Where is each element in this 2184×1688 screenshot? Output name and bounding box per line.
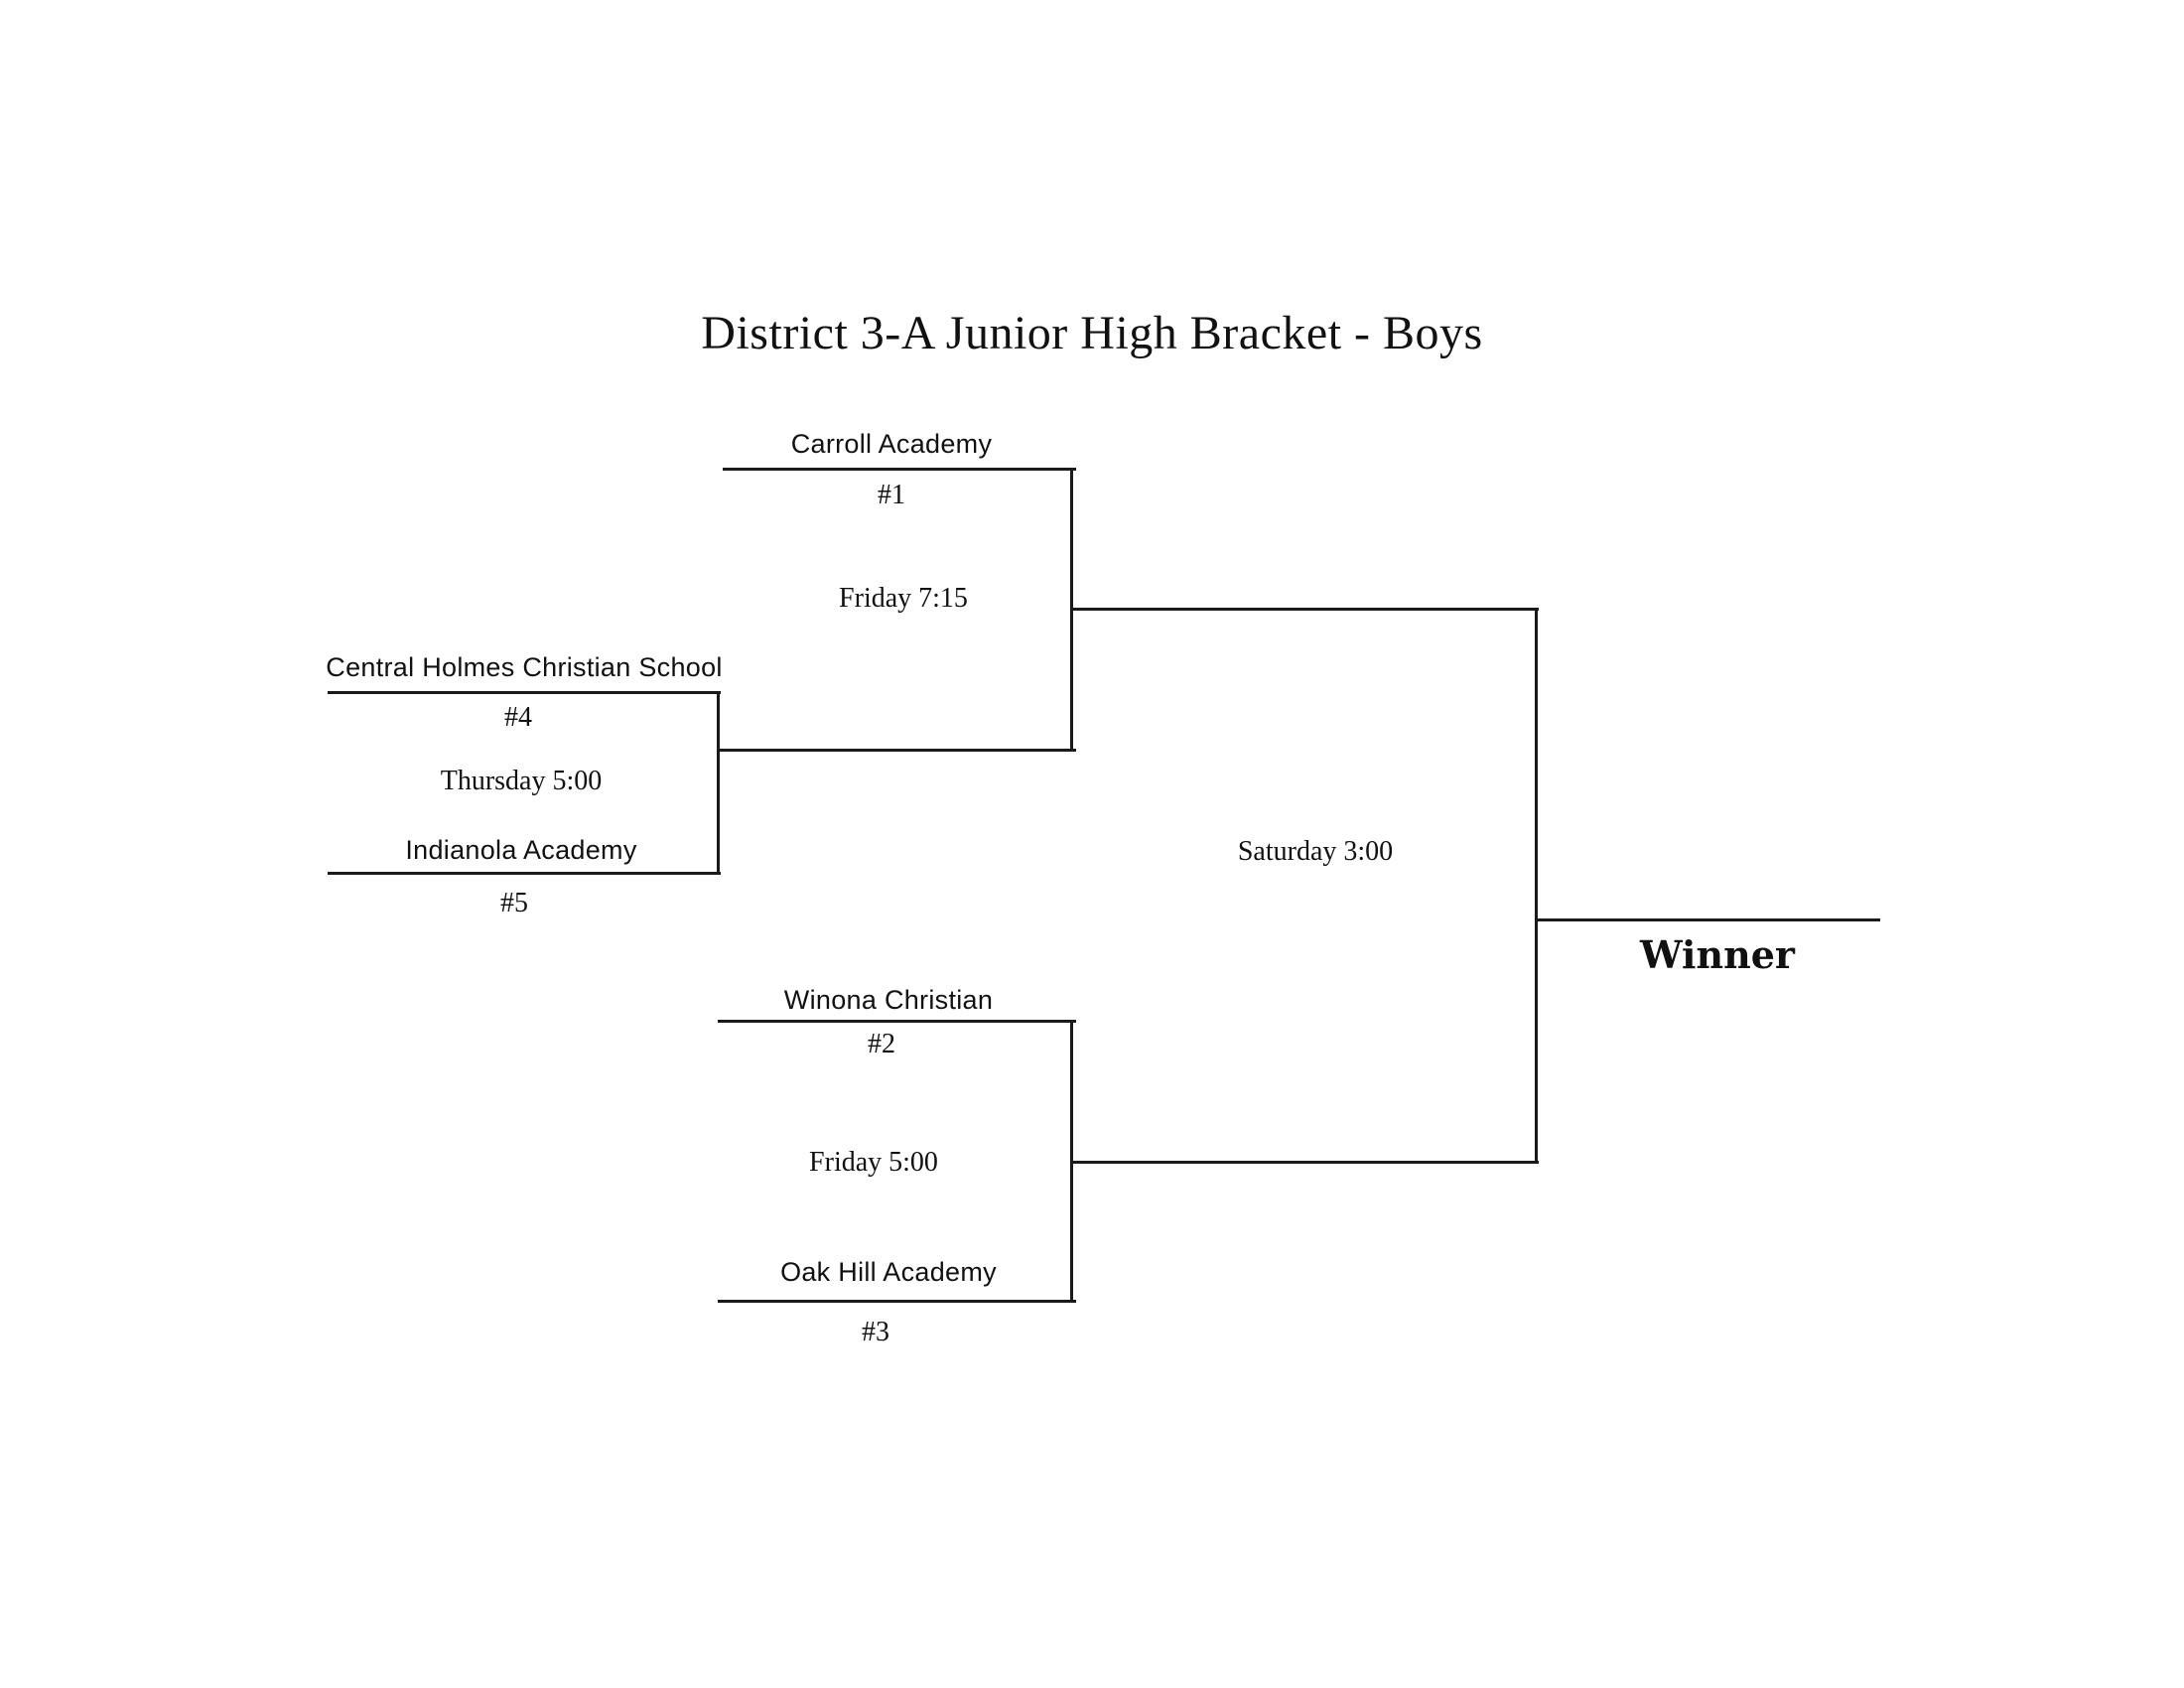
seed-carroll-academy: #1 xyxy=(878,480,905,510)
winner-label: Winner xyxy=(1640,932,1795,977)
bracket-connector-play-in xyxy=(717,691,720,875)
bracket-connector-final xyxy=(1535,608,1538,1164)
game-time-play-in: Thursday 5:00 xyxy=(440,766,603,796)
team-oak-hill-academy: Oak Hill Academy xyxy=(780,1257,997,1287)
bracket-line-champion xyxy=(1535,918,1880,921)
game-time-final: Saturday 3:00 xyxy=(1237,836,1394,867)
bracket-line-winona xyxy=(718,1020,1076,1023)
bracket-line-play-in-winner xyxy=(717,749,1076,752)
team-winona-christian: Winona Christian xyxy=(783,985,994,1015)
bracket-line-central-holmes xyxy=(328,691,721,694)
bracket-title: District 3-A Junior High Bracket - Boys xyxy=(701,307,1483,359)
bracket-line-semi-bottom-winner xyxy=(1070,1161,1539,1164)
game-time-semi-top: Friday 7:15 xyxy=(839,583,968,614)
bracket-line-semi-top-winner xyxy=(1070,608,1539,611)
bracket-line-indianola xyxy=(328,872,721,875)
game-time-semi-bottom: Friday 5:00 xyxy=(809,1147,938,1178)
seed-oak-hill-academy: #3 xyxy=(862,1317,889,1347)
seed-winona-christian: #2 xyxy=(868,1029,895,1059)
team-carroll-academy: Carroll Academy xyxy=(790,429,993,459)
bracket-line-carroll xyxy=(723,468,1076,471)
team-indianola-academy: Indianola Academy xyxy=(405,835,637,865)
bracket-line-oak-hill xyxy=(718,1300,1076,1303)
seed-indianola-academy: #5 xyxy=(500,888,528,918)
team-central-holmes: Central Holmes Christian School xyxy=(326,652,723,682)
seed-central-holmes: #4 xyxy=(504,702,532,733)
